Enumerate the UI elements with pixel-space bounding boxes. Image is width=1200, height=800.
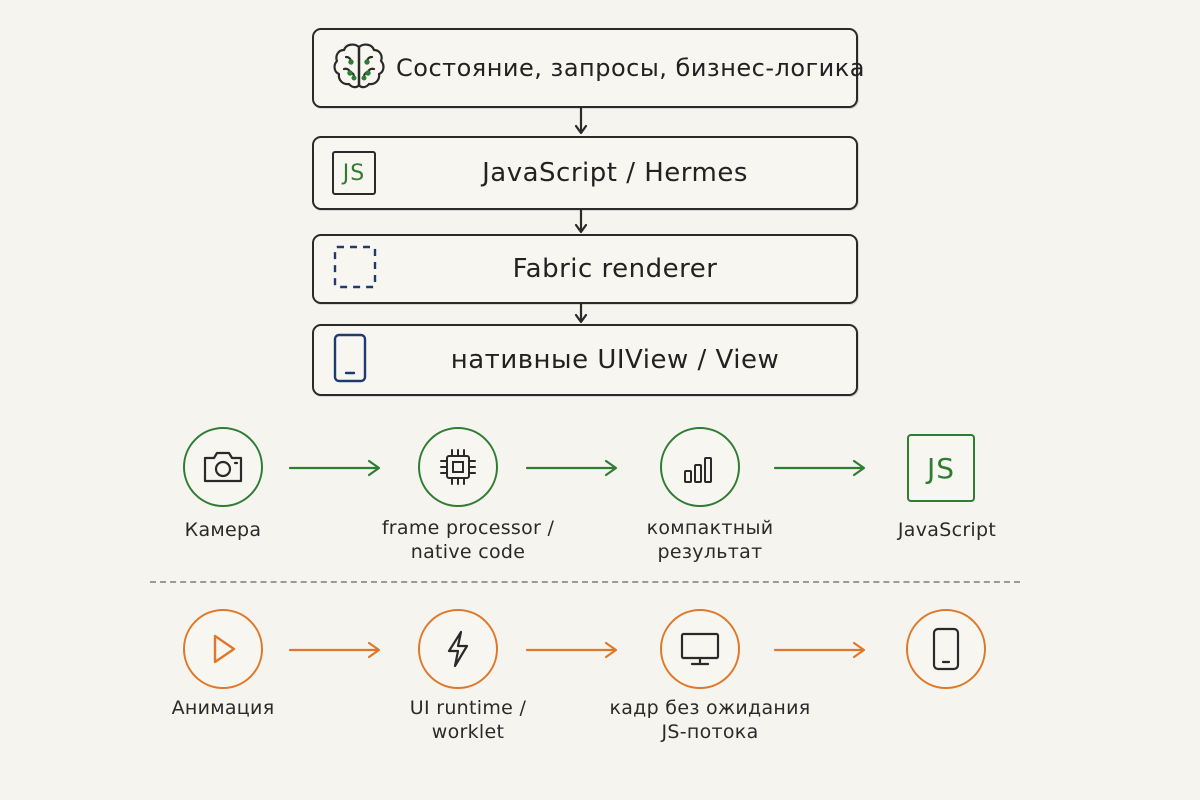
js-badge-icon: JS [332, 151, 376, 195]
dashed-frame-icon [332, 244, 378, 294]
caption-line: Камера [184, 519, 262, 541]
frame-caption: кадр без ожидания JS-потока [590, 696, 830, 744]
layer-label: нативные UIView / View [450, 345, 780, 375]
caption-line: UI runtime / [409, 697, 527, 719]
lightning-icon [447, 630, 469, 668]
ui-runtime-node [418, 609, 498, 689]
bar-chart-icon [684, 457, 712, 483]
layer-label: Состояние, запросы, бизнес-логика [396, 54, 865, 82]
layer-fabric-renderer: Fabric renderer [312, 234, 858, 304]
caption-line: worklet [431, 721, 505, 743]
camera-caption: Камера [113, 518, 333, 542]
play-icon [213, 634, 236, 664]
js-badge-text: JS [332, 151, 376, 195]
result-caption: компактный результат [600, 516, 820, 564]
section-divider [150, 581, 1020, 583]
caption-line: компактный [646, 517, 774, 539]
chip-icon [440, 449, 476, 485]
animation-arrow-2 [525, 641, 618, 659]
ui-runtime-caption: UI runtime / worklet [358, 696, 578, 744]
chip-caption: frame processor / native code [358, 516, 578, 564]
camera-node [183, 427, 263, 507]
animation-caption: Анимация [113, 696, 333, 720]
caption-line: кадр без ожидания [609, 697, 811, 719]
stack-arrow-3 [574, 302, 588, 324]
animation-arrow-3 [773, 641, 866, 659]
layer-business-logic: Состояние, запросы, бизнес-логика [312, 28, 865, 108]
frame-node [660, 609, 740, 689]
stack-arrow-1 [574, 107, 588, 135]
camera-arrow-3 [773, 459, 866, 477]
caption-line: JavaScript [897, 519, 997, 541]
device-node [906, 609, 986, 689]
brain-icon [332, 41, 386, 95]
caption-line: Анимация [171, 697, 275, 719]
javascript-caption: JavaScript [837, 518, 1057, 542]
layer-label: Fabric renderer [512, 254, 718, 284]
monitor-icon [680, 632, 720, 666]
animation-node [183, 609, 263, 689]
js-badge-icon: JS [907, 434, 975, 502]
layer-native-views: нативные UIView / View [312, 324, 858, 396]
caption-line: frame processor / [381, 517, 555, 539]
caption-line: JS-потока [661, 721, 759, 743]
camera-icon [203, 451, 243, 483]
layer-javascript-hermes: JS JavaScript / Hermes [312, 136, 858, 210]
caption-line: native code [410, 541, 526, 563]
camera-arrow-1 [288, 459, 381, 477]
caption-line: результат [657, 541, 763, 563]
camera-arrow-2 [525, 459, 618, 477]
layer-label: JavaScript / Hermes [482, 158, 748, 188]
result-node [660, 427, 740, 507]
chip-node [418, 427, 498, 507]
animation-arrow-1 [288, 641, 381, 659]
phone-icon [332, 332, 368, 388]
phone-icon [932, 627, 960, 671]
stack-arrow-2 [574, 208, 588, 234]
